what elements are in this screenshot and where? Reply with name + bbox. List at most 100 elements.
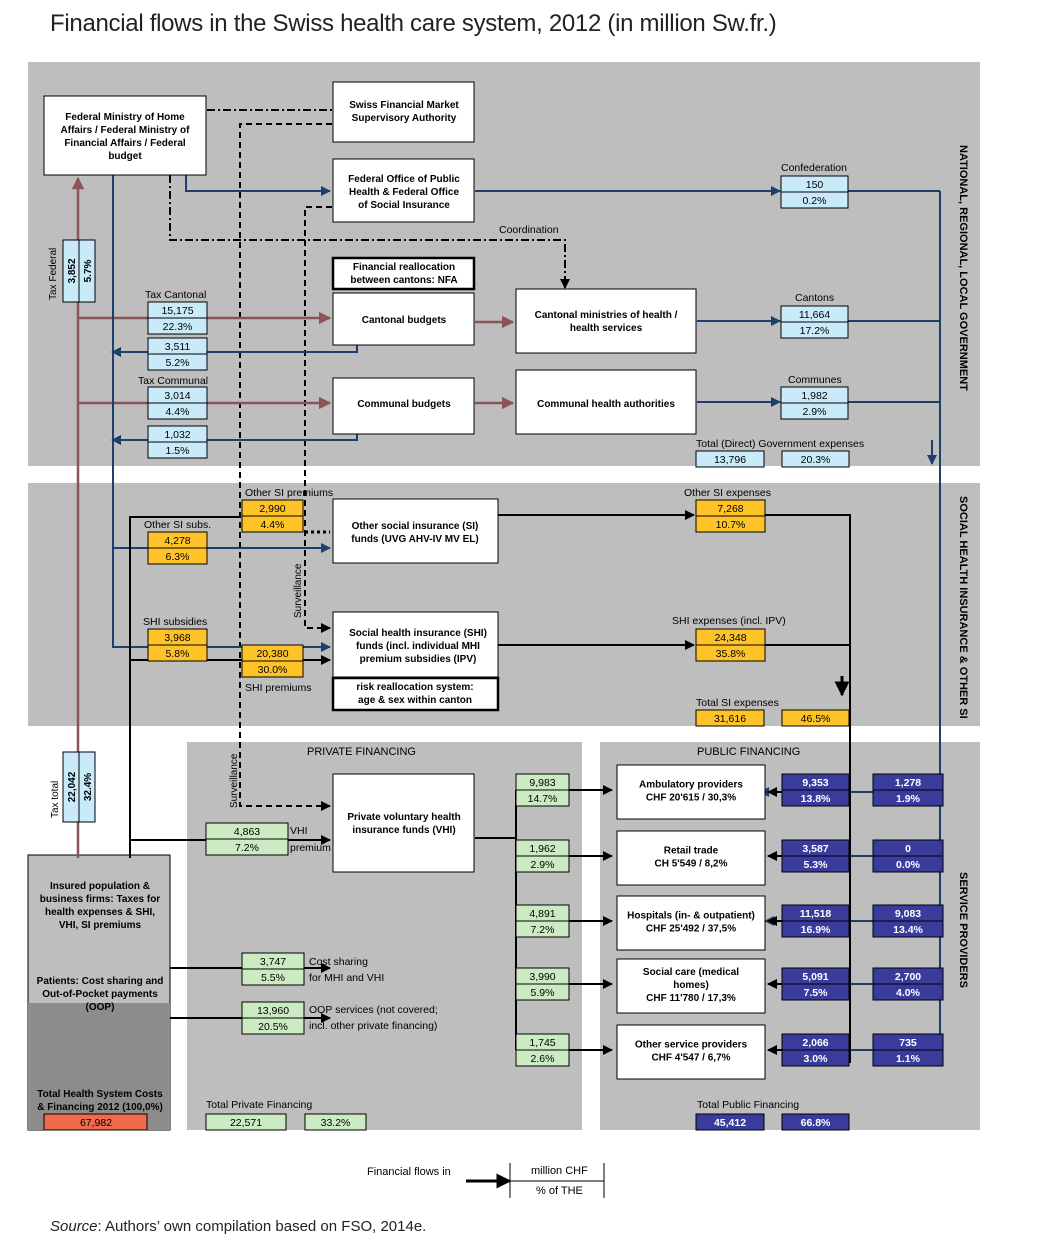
svg-text:Communal budgets: Communal budgets xyxy=(357,399,451,410)
label-other-si-premiums: Other SI premiums xyxy=(245,487,333,499)
value-share: 6.3% xyxy=(166,551,190,563)
insured-population-text: Insured population &business firms: Taxe… xyxy=(40,881,161,931)
svg-text:Cantonal budgets: Cantonal budgets xyxy=(362,315,447,326)
private-share: 2.6% xyxy=(531,1053,555,1065)
value-amount: 4,278 xyxy=(164,535,190,547)
svg-text:Other social insurance (SI)fun: Other social insurance (SI)funds (UVG AH… xyxy=(351,521,478,545)
label-other-si-subs: Other SI subs. xyxy=(144,519,211,531)
private-share: 2.9% xyxy=(531,859,555,871)
value-share: 66.8% xyxy=(801,1117,831,1129)
provider-box xyxy=(616,1024,766,1080)
source-note: Source: Authors’ own compilation based o… xyxy=(50,1218,426,1235)
provider-box xyxy=(616,958,766,1014)
value-amount: 13,796 xyxy=(714,454,746,466)
label-other-si-expenses: Other SI expenses xyxy=(684,487,771,499)
provider-label: CHF 4'547 / 6,7% xyxy=(651,1053,730,1064)
si-amount: 5,091 xyxy=(802,971,828,983)
private-amount: 4,891 xyxy=(529,908,555,920)
label-communes: Communes xyxy=(788,374,842,386)
total-costs-text: Total Health System Costs& Financing 201… xyxy=(37,1089,163,1113)
value-amount: 3,852 xyxy=(67,258,78,283)
tax-federal-value: 3,852 5.7% xyxy=(62,239,96,303)
value-amount: 3,511 xyxy=(165,341,191,353)
value-share: 7.2% xyxy=(235,842,259,854)
value-amount: 1,982 xyxy=(801,390,827,402)
communal-budgets-box: Communal budgets xyxy=(332,377,475,435)
si-amount: 9,353 xyxy=(802,777,828,789)
total-costs-value: 67,982 xyxy=(43,1113,148,1131)
provider-label: CHF 25'492 / 37,5% xyxy=(646,924,736,935)
private-share: 14.7% xyxy=(528,793,558,805)
value-share: 10.7% xyxy=(716,519,746,531)
value-share: 32.4% xyxy=(83,773,94,801)
label-surveillance-1: Surveillance xyxy=(293,563,304,618)
provider-label: Hospitals (in- & outpatient) xyxy=(627,911,755,922)
value-amount: 15,175 xyxy=(161,305,193,317)
label-cantons: Cantons xyxy=(795,292,834,304)
value-share: 20.5% xyxy=(258,1021,288,1033)
social-insurance-band xyxy=(28,483,980,726)
value-share: 5.8% xyxy=(166,648,190,660)
provider-box xyxy=(616,830,766,886)
label-cost-sharing-1: Cost sharing xyxy=(309,956,368,968)
gov-amount: 9,083 xyxy=(895,908,921,920)
provider-label: homes) xyxy=(673,980,709,991)
label-shi-premiums: SHI premiums xyxy=(245,682,312,694)
value-amount: 3,747 xyxy=(260,956,286,968)
legend-share: % of THE xyxy=(536,1185,583,1197)
label-tax-total: Tax total xyxy=(50,781,61,818)
label-vhi-1: VHI xyxy=(290,825,308,837)
label-tax-cantonal: Tax Cantonal xyxy=(145,289,206,301)
gov-share: 13.4% xyxy=(893,924,923,936)
provider-box xyxy=(616,764,766,820)
page-title: Financial flows in the Swiss health care… xyxy=(50,10,777,37)
insured-dark-panel xyxy=(28,1003,170,1130)
label-total-si: Total SI expenses xyxy=(696,697,779,709)
value-amount: 3,968 xyxy=(164,632,190,644)
source-label: Source xyxy=(50,1218,98,1235)
gov-share: 4.0% xyxy=(896,987,921,999)
value-share: 30.0% xyxy=(258,664,288,676)
tax-cantonal-value: 15,175 22.3% xyxy=(147,301,208,335)
value-amount: 22,571 xyxy=(230,1117,262,1129)
source-text: : Authors’ own compilation based on FSO,… xyxy=(97,1218,427,1235)
gov-share: 1.9% xyxy=(896,793,921,805)
value-amount: 11,664 xyxy=(799,309,830,321)
value-share: 5.7% xyxy=(83,259,94,282)
value-amount: 2,990 xyxy=(259,503,285,515)
gov-amount: 735 xyxy=(899,1037,917,1049)
gov-amount: 1,278 xyxy=(895,777,921,789)
private-amount: 1,962 xyxy=(529,843,555,855)
label-tax-federal: Tax Federal xyxy=(48,248,59,300)
value-share: 22.3% xyxy=(163,321,193,333)
legend-unit: million CHF xyxy=(531,1165,588,1177)
private-amount: 9,983 xyxy=(529,777,555,789)
label-government: NATIONAL, REGIONAL, LOCAL GOVERNMENT xyxy=(957,145,969,391)
provider-label: Other service providers xyxy=(635,1040,748,1051)
cantonal-budgets-box: Cantonal budgets xyxy=(332,292,475,346)
svg-text:Social health insurance (SHI)f: Social health insurance (SHI)funds (incl… xyxy=(349,628,487,665)
provider-label: CH 5'549 / 8,2% xyxy=(655,859,728,870)
label-private-financing: PRIVATE FINANCING xyxy=(307,746,416,758)
value-amount: 67,982 xyxy=(80,1117,112,1129)
provider-label: Retail trade xyxy=(664,846,719,857)
provider-label: Social care (medical xyxy=(643,967,739,978)
gov-share: 0.0% xyxy=(896,859,921,871)
flow-labels: Coordination Tax Cantonal Tax Communal C… xyxy=(48,162,864,1111)
svg-text:Total Health System Costs& Fin: Total Health System Costs& Financing 201… xyxy=(37,1089,163,1113)
